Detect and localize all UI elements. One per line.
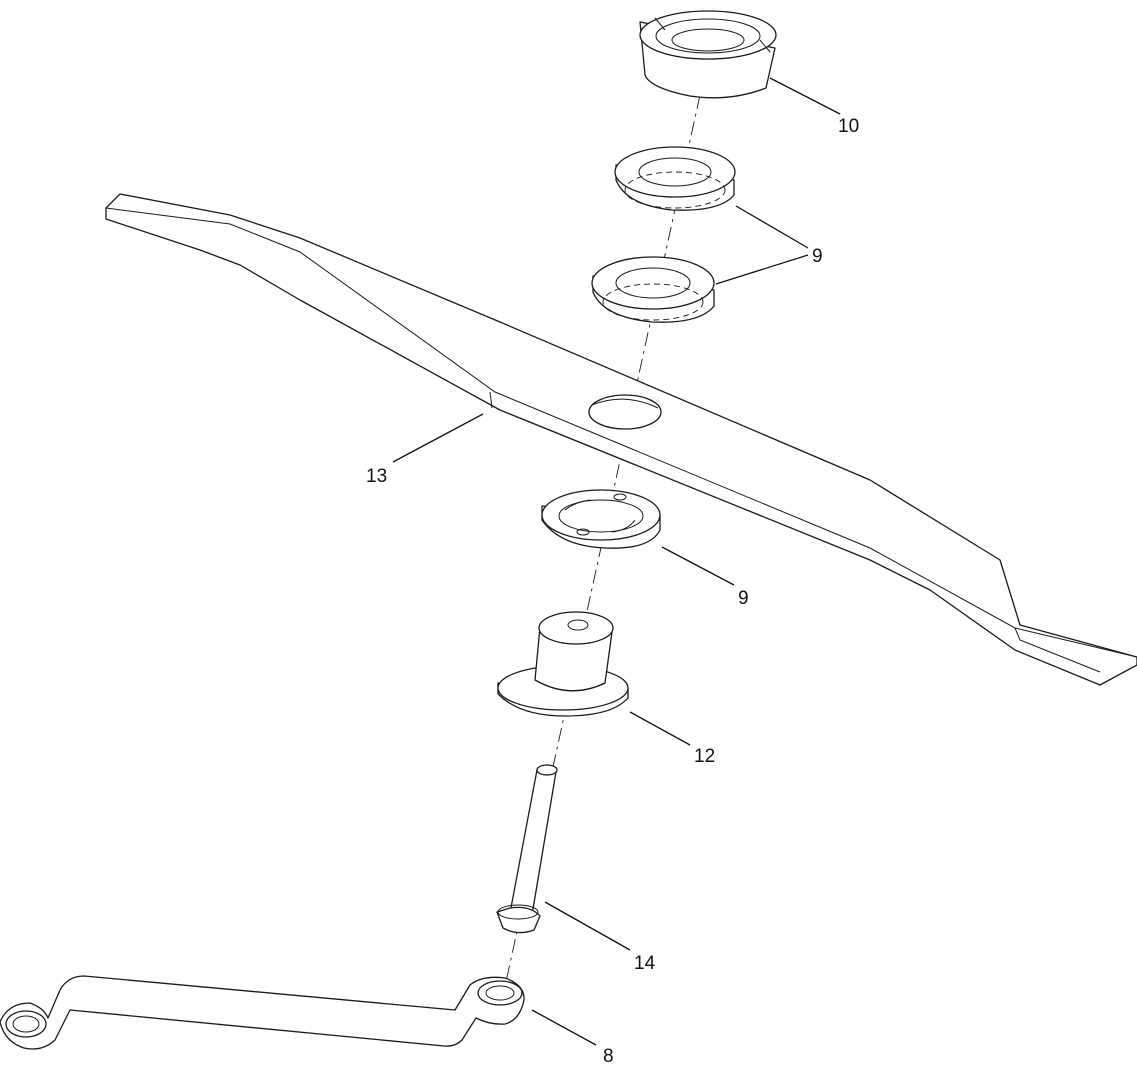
wrench-part-8 (0, 975, 525, 1050)
callout-12: 12 (694, 746, 715, 767)
blade-part-13 (105, 193, 1137, 686)
washer-upper-a (614, 146, 736, 211)
leader-9b (715, 254, 809, 285)
callout-14: 14 (634, 953, 656, 974)
bushing-part-12 (497, 611, 629, 717)
leader-13 (392, 413, 484, 463)
callout-10: 10 (838, 116, 859, 137)
callout-9-upper: 9 (812, 246, 823, 267)
leader-14 (544, 901, 631, 951)
leader-9c (661, 546, 735, 586)
leader-12 (629, 711, 691, 746)
leader-8 (531, 1009, 597, 1046)
cup-part-10 (639, 10, 777, 99)
leader-9a (735, 205, 809, 249)
bolt-part-14 (496, 764, 558, 934)
washer-lower (541, 489, 661, 549)
leader-10 (769, 77, 841, 115)
washer-upper-b (591, 256, 715, 323)
callout-9-lower: 9 (738, 588, 749, 609)
callout-13: 13 (366, 466, 387, 487)
callout-8: 8 (603, 1046, 614, 1067)
